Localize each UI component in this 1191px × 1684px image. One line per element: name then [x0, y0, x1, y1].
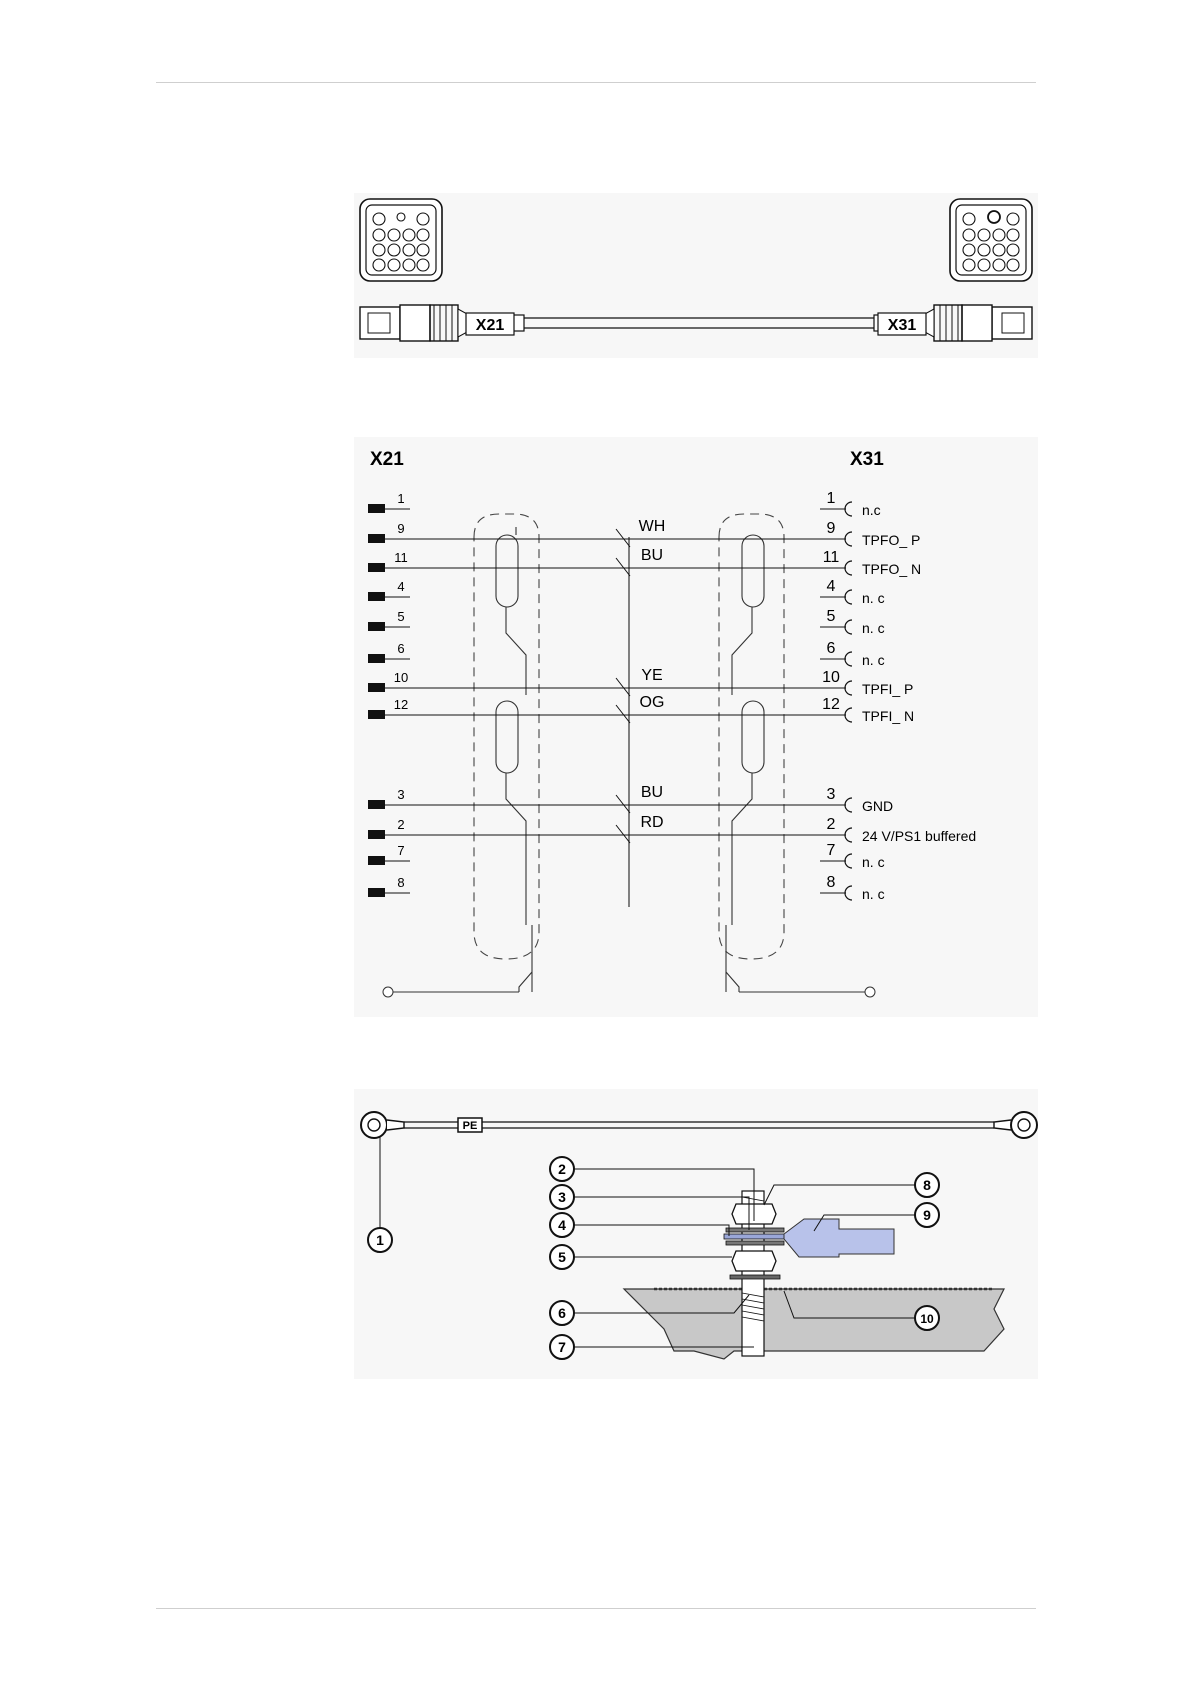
x31-pin-number: 10: [822, 669, 840, 686]
wire-color-label: BU: [641, 784, 663, 801]
lock-nut: [732, 1251, 776, 1271]
washer-bottom: [726, 1241, 784, 1245]
x21-pin-number: 8: [397, 875, 404, 890]
cable-drawing: X21 X31: [354, 193, 1038, 358]
wire-color-label: BU: [641, 547, 663, 564]
x21-pin-block: [368, 504, 385, 513]
x31-cable-label: X31: [888, 317, 917, 334]
x21-pin-number: 6: [397, 641, 404, 656]
x31-signal-label: TPFO_ P: [862, 532, 920, 548]
pe-cable-label: PE: [463, 1120, 478, 1132]
x21-pin-block: [368, 592, 385, 601]
x21-pin-block: [368, 683, 385, 692]
x31-signal-label: 24 V/PS1 buffered: [862, 828, 976, 844]
x31-pin-number: 2: [827, 816, 836, 833]
callout-number: 3: [558, 1189, 566, 1205]
x21-pin-number: 1: [397, 491, 404, 506]
right-ground-ring: [865, 987, 875, 997]
wire-color-label: WH: [639, 518, 666, 535]
left-ground-ring: [383, 987, 393, 997]
x31-pin-number: 1: [827, 490, 836, 507]
x21-pin-block: [368, 800, 385, 809]
x21-pin-block: [368, 654, 385, 663]
x31-signal-label: n. c: [862, 886, 885, 902]
x31-connector-face: [950, 199, 1032, 281]
callout-number: 6: [558, 1305, 566, 1321]
callout-number: 4: [558, 1217, 566, 1233]
x31-header: X31: [850, 449, 884, 470]
callout-number: 7: [558, 1339, 566, 1355]
footer-rule: [156, 1608, 1036, 1609]
x31-signal-label: GND: [862, 798, 893, 814]
x31-signal-label: n. c: [862, 620, 885, 636]
grounding-detail: PE 1 2 3 4 5 6 7 8 9 10: [354, 1089, 1038, 1379]
x31-signal-label: n. c: [862, 652, 885, 668]
x21-pin-number: 2: [397, 817, 404, 832]
x21-header: X21: [370, 449, 404, 470]
callout-number: 8: [923, 1177, 931, 1193]
x31-signal-label: TPFI_ N: [862, 708, 914, 724]
wire-color-label: YE: [641, 667, 662, 684]
callout-number: 5: [558, 1249, 566, 1265]
x21-pin-block: [368, 534, 385, 543]
x21-pin-block: [368, 856, 385, 865]
mounting-plate: [624, 1289, 1004, 1359]
x21-pin-block: [368, 830, 385, 839]
x31-pin-number: 3: [827, 786, 836, 803]
callout-number: 10: [920, 1312, 934, 1326]
wire-color-label: OG: [640, 694, 665, 711]
x21-cable-label: X21: [476, 317, 505, 334]
x31-pin-number: 12: [822, 696, 840, 713]
x21-pin-block: [368, 622, 385, 631]
x21-pin-number: 11: [394, 550, 408, 565]
wire-color-label: RD: [640, 814, 663, 831]
x31-pin-number: 6: [827, 640, 836, 657]
x21-pin-number: 9: [397, 521, 404, 536]
x21-pin-block: [368, 888, 385, 897]
x21-pin-number: 12: [394, 697, 408, 712]
x21-pin-number: 10: [394, 670, 408, 685]
x31-pin-number: 8: [827, 874, 836, 891]
x21-pin-number: 4: [397, 579, 404, 594]
x31-pin-number: 9: [827, 520, 836, 537]
cable-drawing-svg: X21 X31: [354, 193, 1038, 358]
x31-signal-label: TPFO_ N: [862, 561, 921, 577]
callout-number: 2: [558, 1161, 566, 1177]
x31-pin-number: 5: [827, 608, 836, 625]
x31-signal-label: n. c: [862, 854, 885, 870]
serrated-washer: [730, 1275, 780, 1279]
x31-signal-label: TPFI_ P: [862, 681, 913, 697]
x21-pin-number: 3: [397, 787, 404, 802]
x21-connector-face: [360, 199, 442, 281]
callout-number: 9: [923, 1207, 931, 1223]
x31-pin-number: 11: [823, 549, 840, 566]
x31-signal-label: n. c: [862, 590, 885, 606]
callout-number: 1: [376, 1232, 384, 1248]
x21-pin-number: 7: [397, 843, 404, 858]
washer-top: [726, 1228, 784, 1232]
x31-signal-label: n.c: [862, 502, 881, 518]
header-rule: [156, 82, 1036, 83]
x21-pin-block: [368, 710, 385, 719]
x21-pin-block: [368, 563, 385, 572]
x31-pin-number: 4: [827, 578, 836, 595]
x31-pin-number: 7: [827, 842, 836, 859]
grounding-detail-svg: PE 1 2 3 4 5 6 7 8 9 10: [354, 1089, 1038, 1379]
x21-pin-number: 5: [397, 609, 404, 624]
cable-lug: [724, 1234, 786, 1239]
